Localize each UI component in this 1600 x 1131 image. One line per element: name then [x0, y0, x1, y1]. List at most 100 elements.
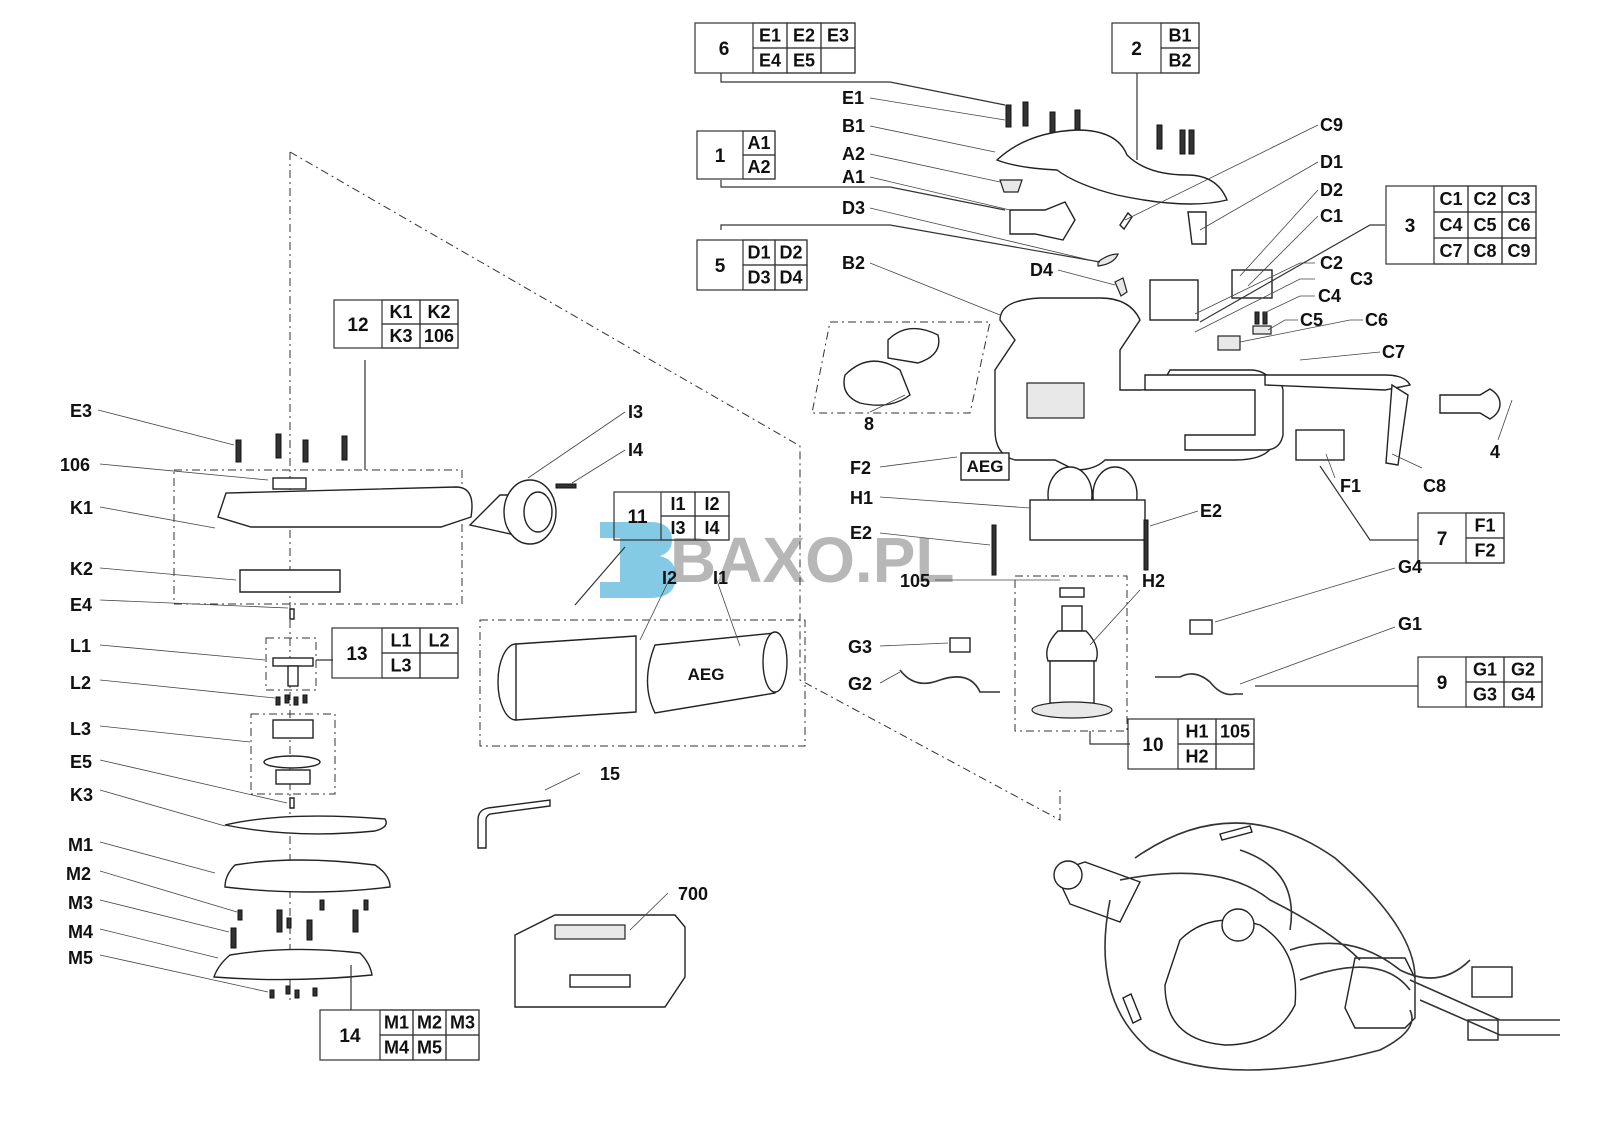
- carry-case-700: [514, 914, 686, 1008]
- label-g3: G3: [848, 637, 872, 657]
- kit-box-number: 5: [715, 256, 726, 277]
- stator-h1: [1029, 466, 1146, 541]
- kit-box-cell-frame: [1503, 681, 1543, 708]
- kit-box-number: 13: [346, 644, 367, 665]
- bearing-105: [1059, 587, 1085, 598]
- kit-box-number: 1: [715, 146, 726, 167]
- bearing-l3: [263, 719, 321, 785]
- bearing-box: [250, 713, 336, 795]
- kit-box-cell: 106: [424, 326, 454, 346]
- dust-port-i3: [468, 479, 557, 545]
- label-8: 8: [864, 414, 874, 434]
- kit-box-cell: I4: [704, 518, 719, 538]
- kit-box-cell: I1: [670, 494, 685, 514]
- label-a1: A1: [842, 167, 865, 187]
- label-i2: I2: [662, 568, 677, 588]
- kit-box-cell-frame: [820, 47, 856, 74]
- kit-box-cell: C2: [1473, 189, 1496, 209]
- kit-box-cell-frame: [1501, 237, 1537, 265]
- kit-box-cell: M2: [417, 1013, 442, 1033]
- kit-box-cell-frame: [1160, 47, 1200, 74]
- screw-c4b: [1262, 311, 1268, 325]
- kit-box-cell: M1: [384, 1013, 409, 1033]
- label-c4: C4: [1318, 286, 1341, 306]
- kit-box-cell: L1: [390, 631, 411, 651]
- cable-clamp-d1: [1187, 211, 1207, 245]
- kit-box-cell: E5: [793, 51, 815, 71]
- kit-box-cell: 105: [1220, 722, 1250, 742]
- label-a2: A2: [842, 144, 865, 164]
- kit-box-cell-frame: [694, 515, 730, 541]
- label-m2: M2: [66, 864, 91, 884]
- handle-cover-b1: [995, 129, 1228, 205]
- capacitor-c1: [1231, 269, 1273, 299]
- screw-e4: [289, 608, 295, 620]
- brush-lead-2: [1122, 993, 1142, 1024]
- label-m4: M4: [68, 922, 93, 942]
- label-106: 106: [60, 455, 90, 475]
- brush-holder-top: [887, 327, 940, 364]
- label-c9: C9: [1320, 115, 1343, 135]
- leader-lines: [97, 73, 1513, 1010]
- brush-lead-g2: [899, 669, 1000, 693]
- terminal-c6: [1217, 335, 1241, 351]
- label-d3: D3: [842, 198, 865, 218]
- kit-box-number: 12: [347, 315, 368, 336]
- aeg-sticker-text: AEG: [967, 457, 1004, 476]
- kit-box-cell: M4: [384, 1038, 409, 1058]
- kit-box-cell: D4: [779, 268, 802, 288]
- brush-lead-g1: [1155, 673, 1243, 696]
- kit-box-cell: C4: [1439, 215, 1462, 235]
- clamp-c5: [1252, 325, 1272, 335]
- assembly-outline: [289, 151, 1061, 821]
- screw-m2-m3-set: [230, 899, 369, 949]
- kit-box-cell-frame: [1465, 537, 1505, 564]
- kit-box-cell: E4: [759, 51, 781, 71]
- kit-box-cell: F1: [1474, 516, 1495, 536]
- screw-e2-right: [1143, 519, 1149, 571]
- kit-box-cell: C1: [1439, 189, 1462, 209]
- kit-box-cell: G4: [1511, 685, 1535, 705]
- kit-box-number: 14: [339, 1026, 361, 1047]
- kit-box-cell: E3: [827, 26, 849, 46]
- kit-box-cell: C8: [1473, 241, 1496, 261]
- switch-block: [1149, 279, 1199, 321]
- label-e3: E3: [70, 401, 92, 421]
- label-k2: K2: [70, 559, 93, 579]
- pad-m4: [213, 948, 373, 981]
- label-m5: M5: [68, 948, 93, 968]
- bearing-106: [272, 477, 307, 490]
- kit-box-cell: H2: [1185, 747, 1208, 767]
- kit-box-cell-frame: [774, 264, 808, 291]
- kit-box-cell-frame: [445, 1034, 480, 1061]
- label-e4: E4: [70, 595, 92, 615]
- kit-box-cell: G3: [1473, 685, 1497, 705]
- label-d4: D4: [1030, 260, 1053, 280]
- kit-box-cell: D1: [747, 243, 770, 263]
- housing-label-area: [1026, 382, 1085, 419]
- label-plate-f1: [1295, 429, 1345, 461]
- dust-shroud-group-12: [173, 433, 473, 605]
- label-b1: B1: [842, 116, 865, 136]
- kit-box-cell: F2: [1474, 541, 1495, 561]
- label-g4: G4: [1398, 557, 1422, 577]
- label-m1: M1: [68, 835, 93, 855]
- kit-box-cell: G2: [1511, 660, 1535, 680]
- kit-box-cell-frame: [742, 154, 776, 180]
- cable-guard-c8: [1385, 383, 1409, 466]
- filter-cage-i2: [497, 635, 637, 721]
- label-g2: G2: [848, 674, 872, 694]
- screw-i4: [555, 483, 577, 489]
- kit-box-number: 2: [1131, 39, 1142, 60]
- kit-box-cell: G1: [1473, 660, 1497, 680]
- armature-h2: [1031, 605, 1113, 719]
- kit-box-cell: L2: [428, 631, 449, 651]
- kit-box-number: 3: [1405, 216, 1416, 237]
- label-d2: D2: [1320, 180, 1343, 200]
- kit-box-cell: H1: [1185, 722, 1208, 742]
- label-105: 105: [900, 571, 930, 591]
- kit-box-number: 10: [1142, 735, 1163, 756]
